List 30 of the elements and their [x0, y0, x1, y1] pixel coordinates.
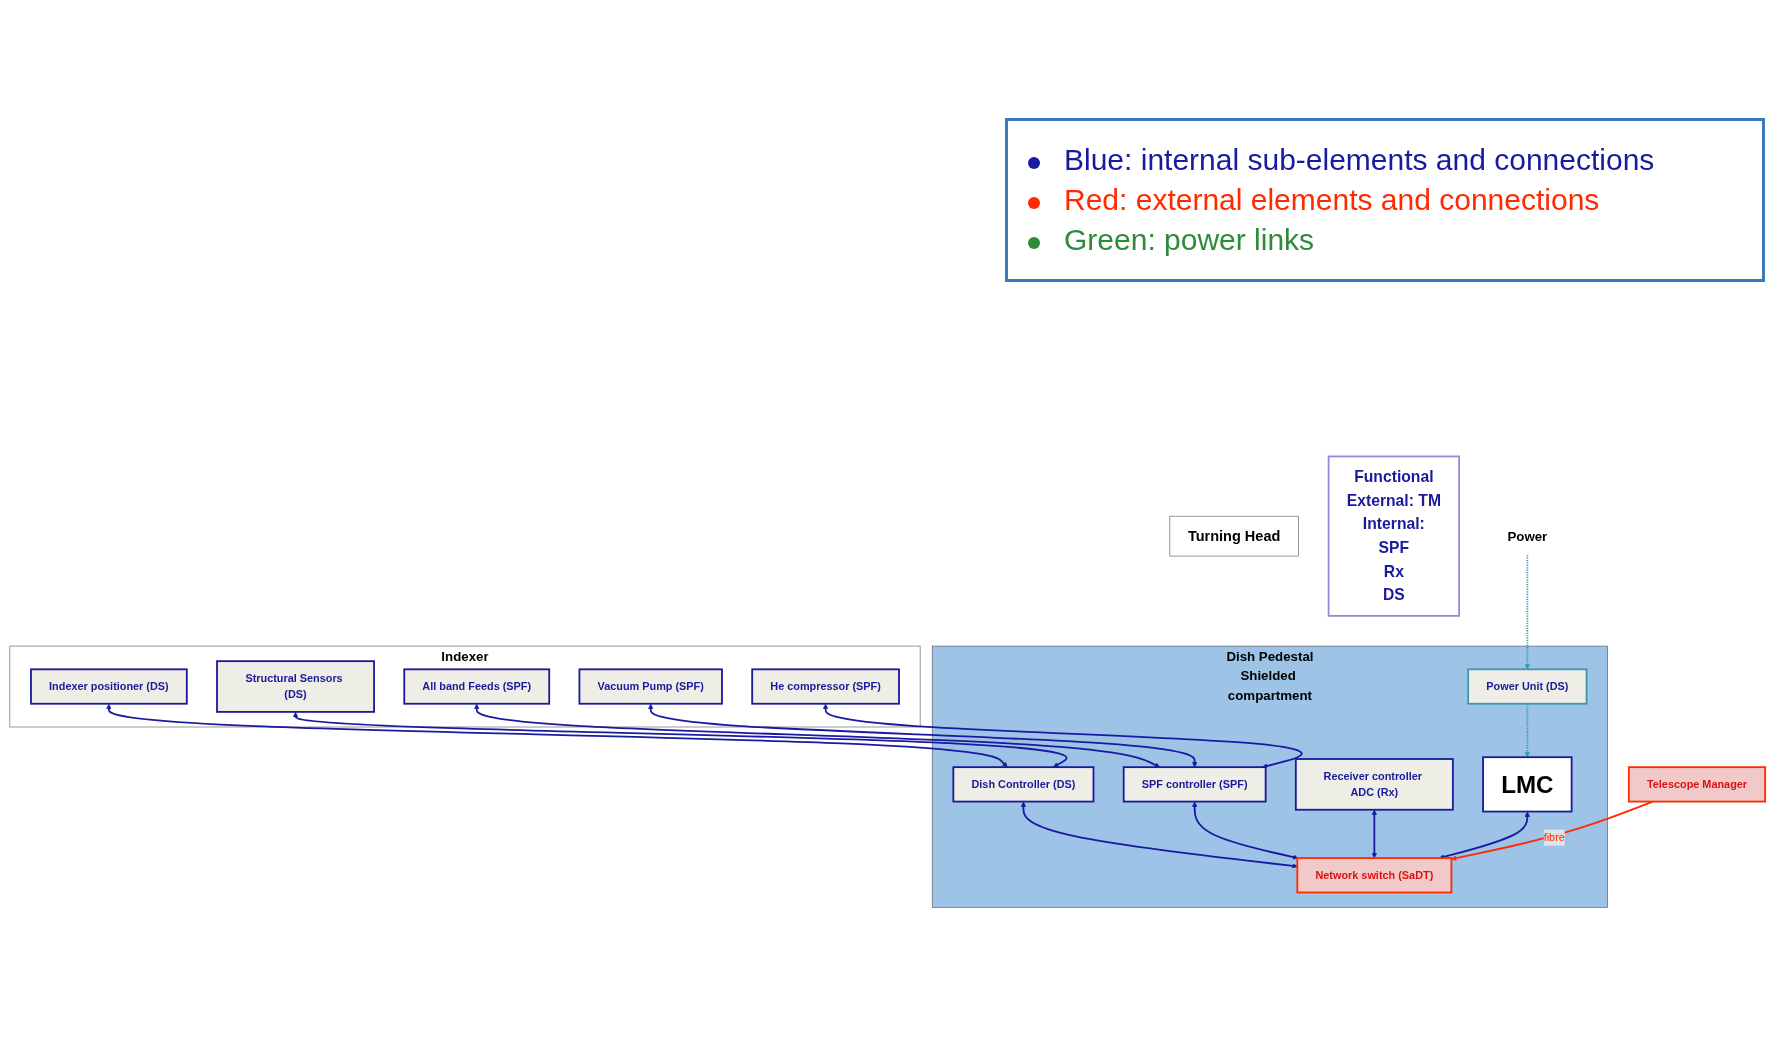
node-box: SPF controller (SPF): [1122, 766, 1267, 803]
arrow: [1451, 800, 1654, 861]
arrow: [292, 711, 1068, 768]
arrow: [1020, 801, 1298, 869]
arrow: [106, 703, 1008, 768]
arrow: [1371, 809, 1377, 859]
arrow: [822, 703, 1303, 769]
node-box: Telescope Manager: [1627, 766, 1767, 803]
arrow: [474, 703, 1161, 768]
node-box: Indexer positioner (DS): [30, 668, 188, 705]
arrow: [1524, 554, 1530, 670]
node-box: Turning Head: [1169, 515, 1299, 557]
node-box: Dish Controller (DS): [952, 766, 1095, 803]
node-box: He compressor (SPF): [751, 668, 900, 705]
arrow: [648, 703, 1198, 768]
node-box: Network switch (SaDT): [1296, 857, 1453, 894]
node-box: All band Feeds (SPF): [403, 668, 551, 705]
node-box: Receiver controller ADC (Rx): [1294, 758, 1454, 811]
edge-label: fibre: [1543, 831, 1565, 844]
node-box: Functional External: TM Internal: SPF Rx DS: [1327, 455, 1460, 617]
legend-text: Blue: internal sub-elements and connections: [1064, 143, 1655, 177]
node-box: Structural Sensors (DS): [216, 660, 375, 713]
node-box: Vacuum Pump (SPF): [578, 668, 723, 705]
legend-text: Green: power links: [1064, 223, 1315, 257]
arrow: [1439, 811, 1530, 860]
node-box: LMC: [1482, 756, 1573, 813]
legend-text: Red: external elements and connections: [1064, 183, 1600, 217]
node-box: Power Unit (DS): [1467, 668, 1588, 705]
arrow: [1192, 801, 1299, 860]
node-text: Power: [1507, 528, 1548, 544]
